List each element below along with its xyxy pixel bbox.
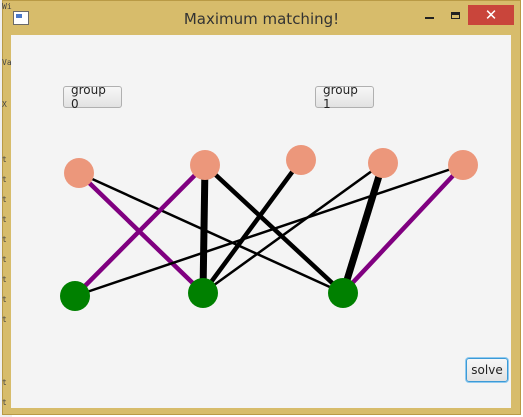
graph-canvas-area: group 0 group 1 solve [11, 35, 511, 408]
group-0-node[interactable] [286, 145, 316, 175]
background-app-text: t [2, 195, 7, 204]
graph-edge [199, 164, 209, 294]
background-app-text: Va [2, 58, 12, 67]
background-app-text: t [2, 295, 7, 304]
background-app-text: X [2, 100, 7, 109]
solve-button[interactable]: solve [466, 358, 508, 382]
group-0-node[interactable] [448, 150, 478, 180]
group-0-node[interactable] [368, 148, 398, 178]
graph-edge [202, 161, 384, 295]
background-app-text: t [2, 315, 7, 324]
group-0-node[interactable] [190, 150, 220, 180]
group-1-node[interactable] [60, 281, 90, 311]
group-0-node[interactable] [64, 158, 94, 188]
matching-edge [341, 163, 465, 295]
background-app-text: t [2, 378, 7, 387]
graph-edge [74, 163, 464, 298]
minimize-button[interactable] [416, 5, 442, 25]
group-1-button[interactable]: group 1 [315, 83, 374, 111]
minimize-icon [424, 17, 434, 19]
app-window-icon[interactable] [13, 11, 29, 25]
graph-edge [201, 158, 303, 295]
background-app-text: t [2, 235, 7, 244]
background-app-text: t [2, 215, 7, 224]
group-0-button[interactable]: group 0 [63, 83, 122, 111]
background-app-text: Wi [2, 2, 12, 11]
background-app-text: t [2, 398, 7, 407]
group-1-node[interactable] [188, 278, 218, 308]
background-app-text: t [2, 275, 7, 284]
close-icon: ✕ [484, 6, 498, 24]
close-button[interactable]: ✕ [468, 5, 514, 25]
window-title: Maximum matching! [183, 10, 340, 28]
background-app-text: t [2, 175, 7, 184]
background-app-text: t [2, 255, 7, 264]
maximize-icon [450, 11, 460, 19]
matching-edge [77, 171, 205, 295]
matching-edge [73, 163, 207, 298]
group-1-node[interactable] [328, 278, 358, 308]
graph-edge [78, 171, 344, 295]
bipartite-graph [60, 145, 478, 311]
graph-edge [339, 161, 387, 295]
background-app-text: t [2, 155, 7, 164]
maximize-button[interactable] [442, 5, 468, 25]
title-bar[interactable]: Maximum matching! ✕ [3, 1, 520, 35]
